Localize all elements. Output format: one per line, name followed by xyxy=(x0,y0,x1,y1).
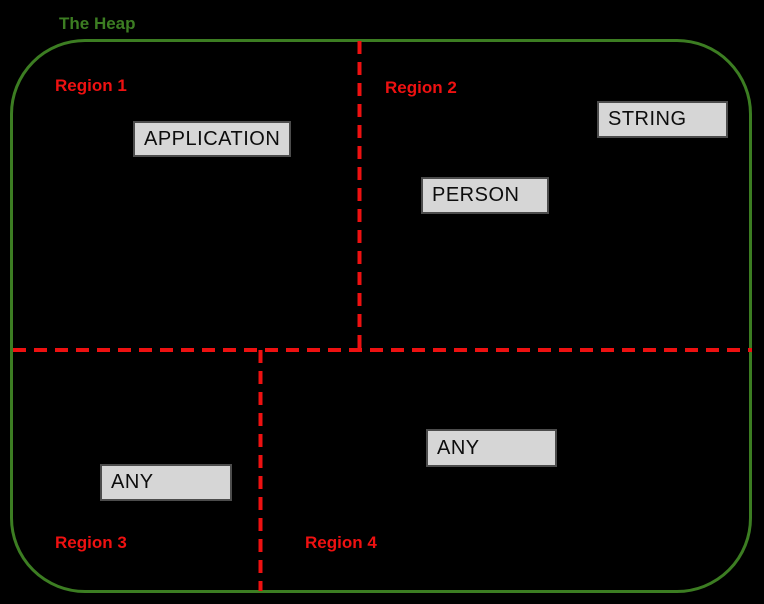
application-object-box: APPLICATION xyxy=(133,121,291,157)
any-object-box-region4: ANY xyxy=(426,429,557,467)
heap-boundary xyxy=(10,39,752,593)
any-object-box-region3: ANY xyxy=(100,464,232,501)
region-4-label: Region 4 xyxy=(305,533,377,552)
region-1-label: Region 1 xyxy=(55,76,127,95)
region-3-label: Region 3 xyxy=(55,533,127,552)
string-object-box: STRING xyxy=(597,101,728,138)
person-object-box: PERSON xyxy=(421,177,549,214)
region-2-label: Region 2 xyxy=(385,78,457,97)
heap-title: The Heap xyxy=(59,14,136,33)
